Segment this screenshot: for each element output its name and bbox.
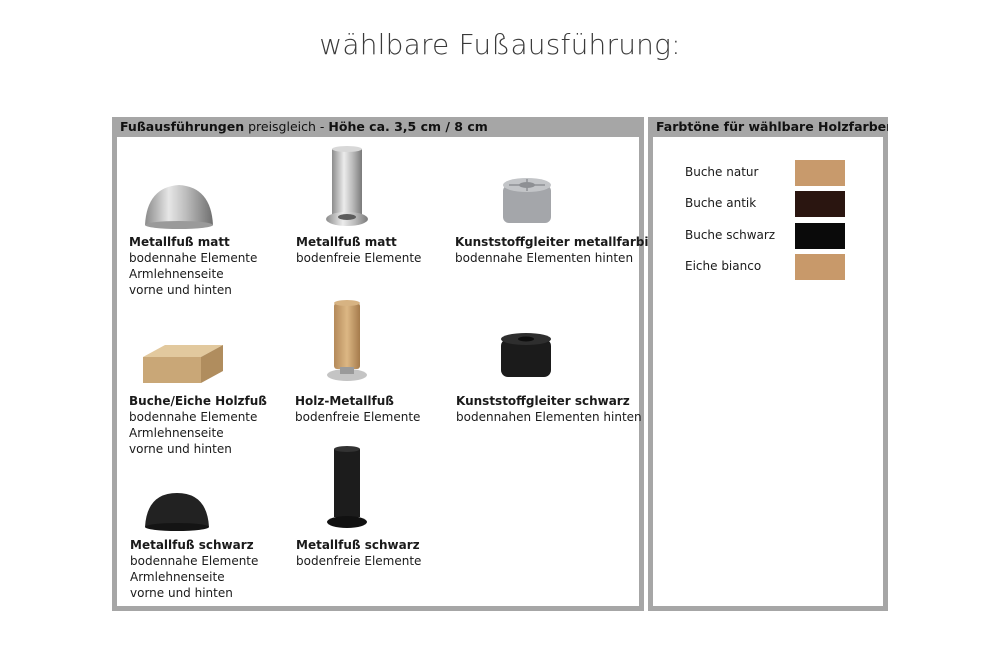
item-desc: Armlehnenseite <box>130 570 225 584</box>
item-desc: bodennahe Elementen hinten <box>455 251 634 265</box>
black-dome-foot-icon <box>145 493 209 531</box>
swatch-row-eiche-bianco: Eiche bianco <box>681 254 851 280</box>
swatch-label: Buche natur <box>685 165 759 179</box>
item-desc: Armlehnenseite <box>129 426 224 440</box>
item-name: Holz-Metallfuß <box>295 394 394 408</box>
swatch-label: Buche schwarz <box>685 228 776 242</box>
swatch-label: Eiche bianco <box>685 259 762 273</box>
swatch-row-buche-schwarz: Buche schwarz <box>681 223 851 249</box>
color-swatch <box>795 160 845 186</box>
header-height-text: Höhe ca. 3,5 cm / 8 cm <box>328 119 488 134</box>
item-name: Metallfuß schwarz <box>130 538 254 552</box>
page-title: wählbare Fußausführung: <box>319 28 681 61</box>
item-desc: bodennahe Elemente <box>129 251 258 265</box>
header-normal-text: preisgleich - <box>244 119 329 134</box>
item-name: Metallfuß matt <box>129 235 230 249</box>
item-desc: bodenfreie Elemente <box>296 554 422 568</box>
black-glider-icon <box>501 333 551 377</box>
color-swatch <box>795 223 845 249</box>
swatch-label: Buche antik <box>685 196 757 210</box>
color-swatch <box>795 191 845 217</box>
metal-dome-foot-icon <box>145 185 213 229</box>
header-bold-text: Fußausführungen <box>120 119 245 134</box>
item-desc: bodennahen Elementen hinten <box>456 410 642 424</box>
item-desc: vorne und hinten <box>130 586 233 600</box>
metal-cylinder-foot-icon <box>326 146 368 226</box>
item-name: Metallfuß matt <box>296 235 397 249</box>
wood-block-foot-icon <box>143 345 223 383</box>
wood-colors-header: Farbtöne für wählbare Holzfarben <box>656 119 888 134</box>
swatch-row-buche-antik: Buche antik <box>681 191 851 217</box>
item-name: Kunststoffgleiter schwarz <box>456 394 630 408</box>
item-desc: vorne und hinten <box>129 442 232 456</box>
item-desc: bodenfreie Elemente <box>296 251 422 265</box>
wood-metal-foot-icon <box>327 300 367 381</box>
item-desc: bodennahe Elemente <box>130 554 259 568</box>
black-cylinder-foot-icon <box>327 446 367 528</box>
wood-colors-panel: Farbtöne für wählbare Holzfarben Buche n… <box>648 117 888 611</box>
item-desc: Armlehnenseite <box>129 267 224 281</box>
item-desc: bodenfreie Elemente <box>295 410 421 424</box>
foot-options-body: Metallfuß matt bodennahe Elemente Armleh… <box>117 137 657 606</box>
color-swatch <box>795 254 845 280</box>
item-name: Metallfuß schwarz <box>296 538 420 552</box>
swatch-row-buche-natur: Buche natur <box>681 160 851 186</box>
item-desc: vorne und hinten <box>129 283 232 297</box>
wood-colors-body: Buche natur Buche antik Buche schwarz Ei… <box>653 137 883 606</box>
grey-glider-icon <box>503 178 551 223</box>
item-name: Buche/Eiche Holzfuß <box>129 394 267 408</box>
foot-options-header: Fußausführungen preisgleich - Höhe ca. 3… <box>112 117 644 136</box>
foot-options-panel: Fußausführungen preisgleich - Höhe ca. 3… <box>112 117 657 611</box>
item-name: Kunststoffgleiter metallfarbig <box>455 235 658 249</box>
item-desc: bodennahe Elemente <box>129 410 258 424</box>
